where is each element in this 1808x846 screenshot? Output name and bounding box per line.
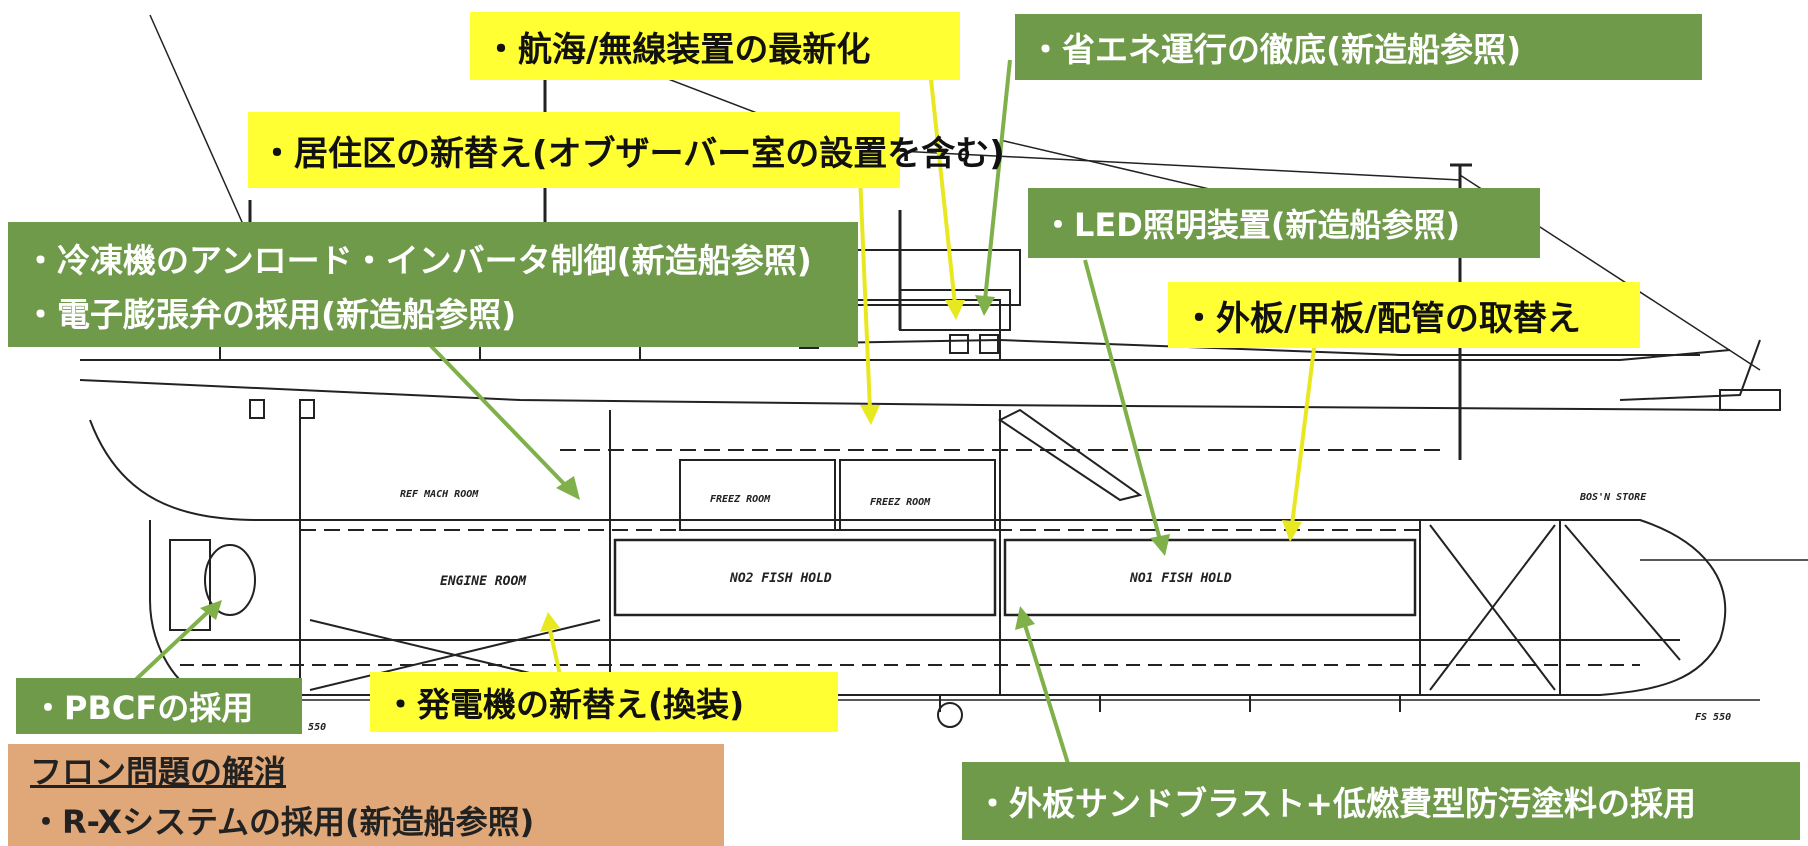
freeze-room-b-label: FREEZ ROOM <box>870 497 931 508</box>
callout-hull-replacement: ・外板/甲板/配管の取替え <box>1168 282 1640 348</box>
callout-led-lighting-text: ・LED照明装置(新造船参照) <box>1042 206 1461 244</box>
callout-navigation-radio-text: ・航海/無線装置の最新化 <box>484 29 871 70</box>
refrig-room-label: REF MACH ROOM <box>400 489 479 500</box>
fish-hold-1-label: NO1 FISH HOLD <box>1129 571 1232 586</box>
callout-refrigeration-text: ・冷凍機のアンロード・インバータ制御(新造船参照) <box>24 240 812 280</box>
callout-pbcf-text: ・PBCFの採用 <box>32 689 254 727</box>
fish-hold-2-label: NO2 FISH HOLD <box>729 571 832 586</box>
callout-accommodation: ・居住区の新替え(オブザーバー室の設置を含む) <box>248 112 1005 188</box>
rx-system-text: ・R-Xシステムの採用(新造船参照) <box>30 803 535 841</box>
callout-sandblast-text: ・外板サンドブラスト+低燃費型防汚塗料の採用 <box>976 784 1696 823</box>
callout-hull-replacement-text: ・外板/甲板/配管の取替え <box>1182 298 1581 339</box>
callout-expansion-valve-text: ・電子膨張弁の採用(新造船参照) <box>24 294 517 334</box>
fs-aft-label: FS 550 <box>290 722 326 733</box>
callout-generator-text: ・発電機の新替え(換装) <box>384 685 745 724</box>
callout-energy-saving-text: ・省エネ運行の徹底(新造船参照) <box>1029 30 1522 69</box>
callout-accommodation-text: ・居住区の新替え(オブザーバー室の設置を含む) <box>260 133 1005 174</box>
callout-generator: ・発電機の新替え(換装) <box>370 672 838 732</box>
callout-sandblast: ・外板サンドブラスト+低燃費型防汚塗料の採用 <box>962 762 1800 840</box>
callout-navigation-radio: ・航海/無線装置の最新化 <box>470 12 960 80</box>
callout-freon-group: フロン問題の解消 ・R-Xシステムの採用(新造船参照) <box>8 744 724 846</box>
bosun-store-label: BOS'N STORE <box>1579 492 1647 503</box>
freeze-room-a-label: FREEZ ROOM <box>710 494 771 505</box>
engine-room-label: ENGINE ROOM <box>440 574 527 589</box>
freon-heading: フロン問題の解消 <box>30 753 287 791</box>
fs-fwd-label: FS 550 <box>1695 712 1731 723</box>
callout-led-lighting: ・LED照明装置(新造船参照) <box>1028 188 1540 258</box>
callout-energy-saving: ・省エネ運行の徹底(新造船参照) <box>1015 14 1702 80</box>
callout-pbcf: ・PBCFの採用 <box>16 678 302 734</box>
callout-refrigeration-group: ・冷凍機のアンロード・インバータ制御(新造船参照) ・電子膨張弁の採用(新造船参… <box>8 222 858 347</box>
